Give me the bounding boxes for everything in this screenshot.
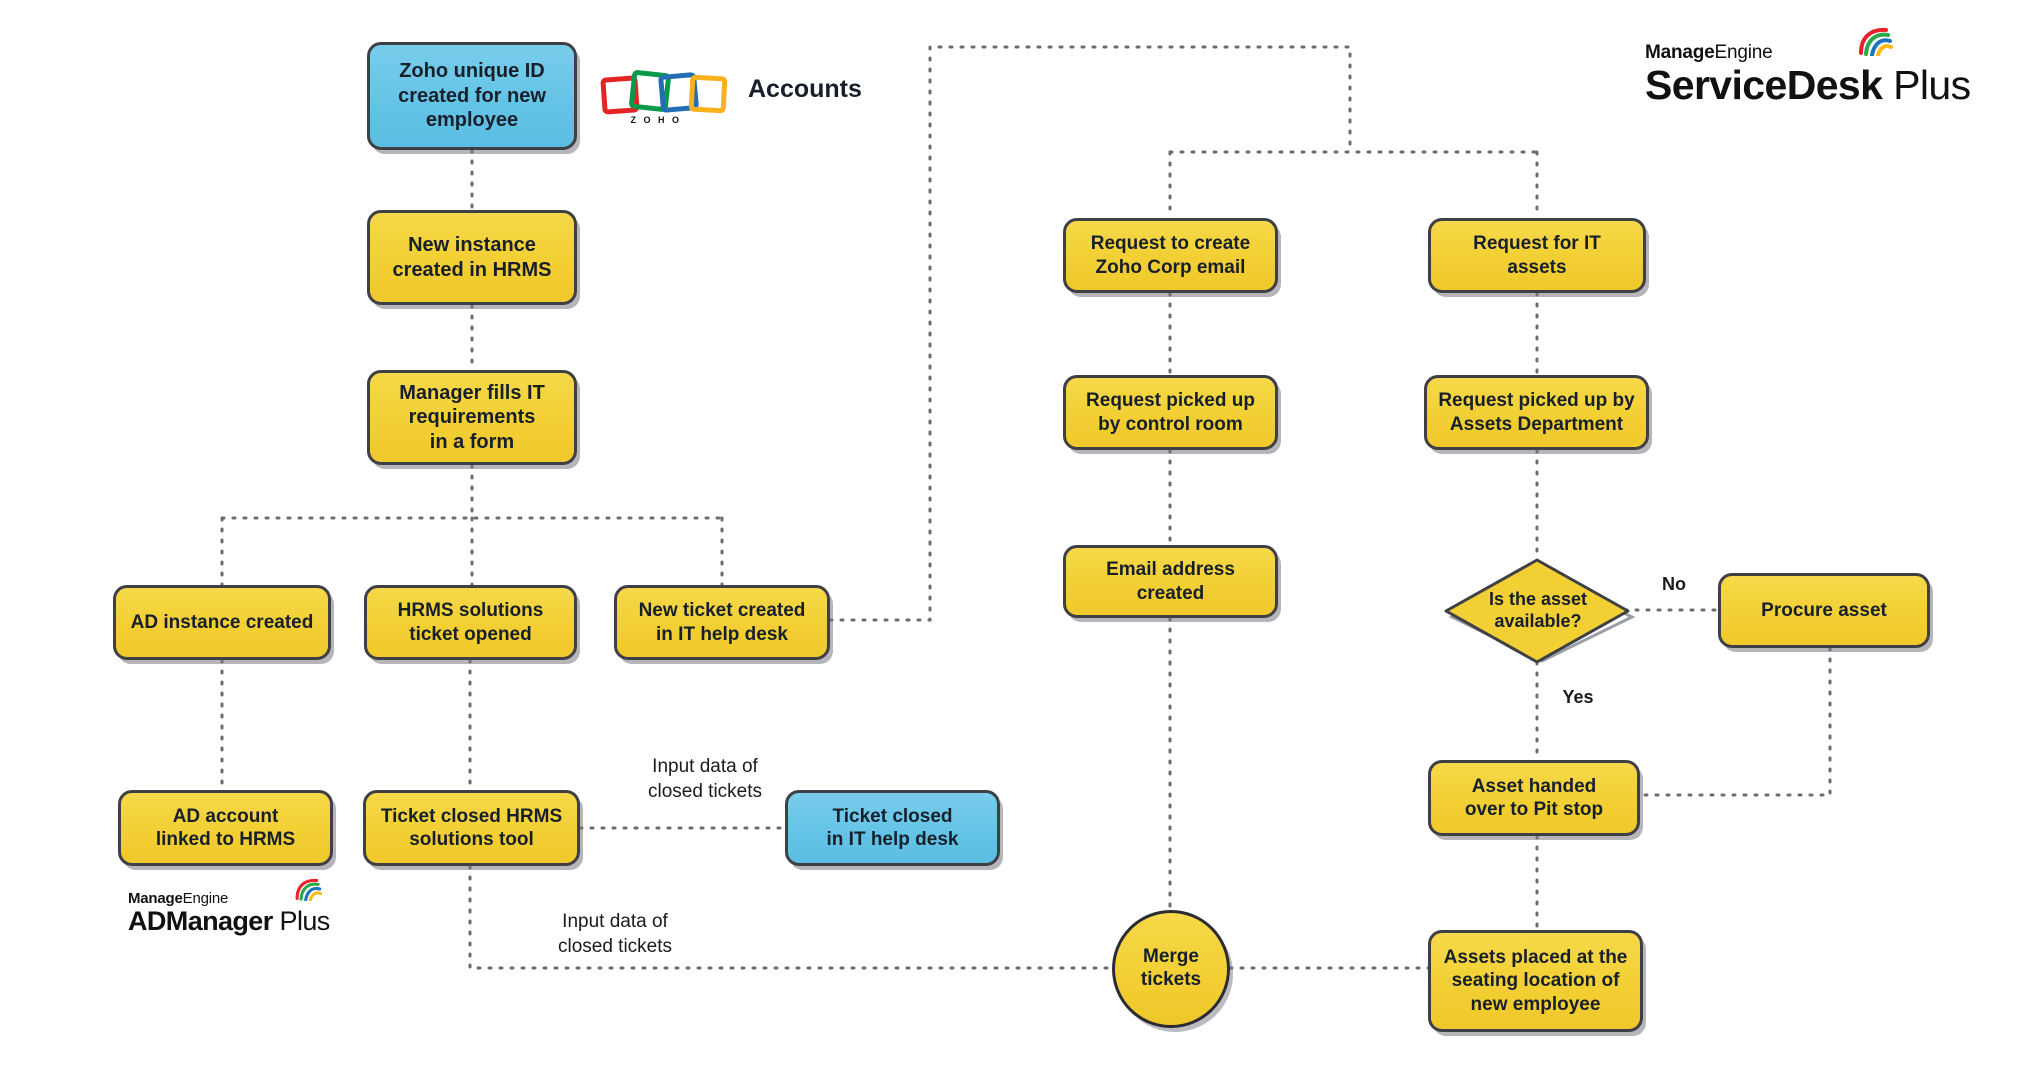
node-request-zoho-email[interactable]: Request to create Zoho Corp email [1063,218,1278,293]
edge-label-yes: Yes [1562,687,1594,707]
manageengine-swoosh-icon [1859,27,1893,56]
node-ticket-closed-it-helpdesk[interactable]: Ticket closed in IT help desk [785,790,1000,866]
zoho-squares-icon: Z O H O [600,70,728,125]
admanager-product-text: ADManager Plus [128,906,330,936]
node-assets-placed-seating[interactable]: Assets placed at the seating location of… [1428,930,1643,1032]
node-request-control-room[interactable]: Request picked up by control room [1063,375,1278,450]
node-procure-asset[interactable]: Procure asset [1718,573,1930,648]
node-merge-tickets[interactable]: Merge tickets [1112,910,1230,1028]
admanager-manageengine-text: ManageEngine [128,890,229,907]
node-ad-instance-created[interactable]: AD instance created [113,585,331,660]
admanager-swoosh-icon [295,878,322,901]
node-hrms-solutions-ticket[interactable]: HRMS solutions ticket opened [364,585,577,660]
node-is-asset-available[interactable]: Is the asset available? [1488,589,1588,631]
node-new-instance-hrms[interactable]: New instance created in HRMS [367,210,577,305]
zoho-accounts-label: Accounts [748,75,862,103]
node-asset-handed-pitstop[interactable]: Asset handed over to Pit stop [1428,760,1640,836]
edge-procure-pitstop [1638,646,1832,797]
edge-label-input-closed-bottom: Input data of closed tickets [557,911,673,957]
edge-label-no: No [1662,574,1686,594]
zoho-logo: Z O H O [600,68,740,126]
node-ticket-closed-hrms[interactable]: Ticket closed HRMS solutions tool [363,790,580,866]
node-zoho-unique-id[interactable]: Zoho unique ID created for new employee [367,42,577,150]
node-request-it-assets[interactable]: Request for IT assets [1428,218,1646,293]
node-request-assets-department[interactable]: Request picked up by Assets Department [1424,375,1649,450]
node-email-address-created[interactable]: Email address created [1063,545,1278,618]
zoho-wordmark: Z O H O [631,115,682,125]
servicedesk-product-text: ServiceDesk Plus [1645,62,1971,108]
admanager-plus-logo: ManageEngine ADManager Plus [128,878,330,937]
servicedesk-plus-logo: ManageEngine ServiceDesk Plus [1645,27,1971,109]
node-manager-fills-form[interactable]: Manager fills IT requirements in a form [367,370,577,465]
node-ad-account-linked[interactable]: AD account linked to HRMS [118,790,333,866]
edge-newticket-up [828,45,1352,622]
node-new-ticket-it-helpdesk[interactable]: New ticket created in IT help desk [614,585,830,660]
edge-label-input-closed-top: Input data of closed tickets [647,756,763,802]
servicedesk-manageengine-text: ManageEngine [1645,42,1773,63]
